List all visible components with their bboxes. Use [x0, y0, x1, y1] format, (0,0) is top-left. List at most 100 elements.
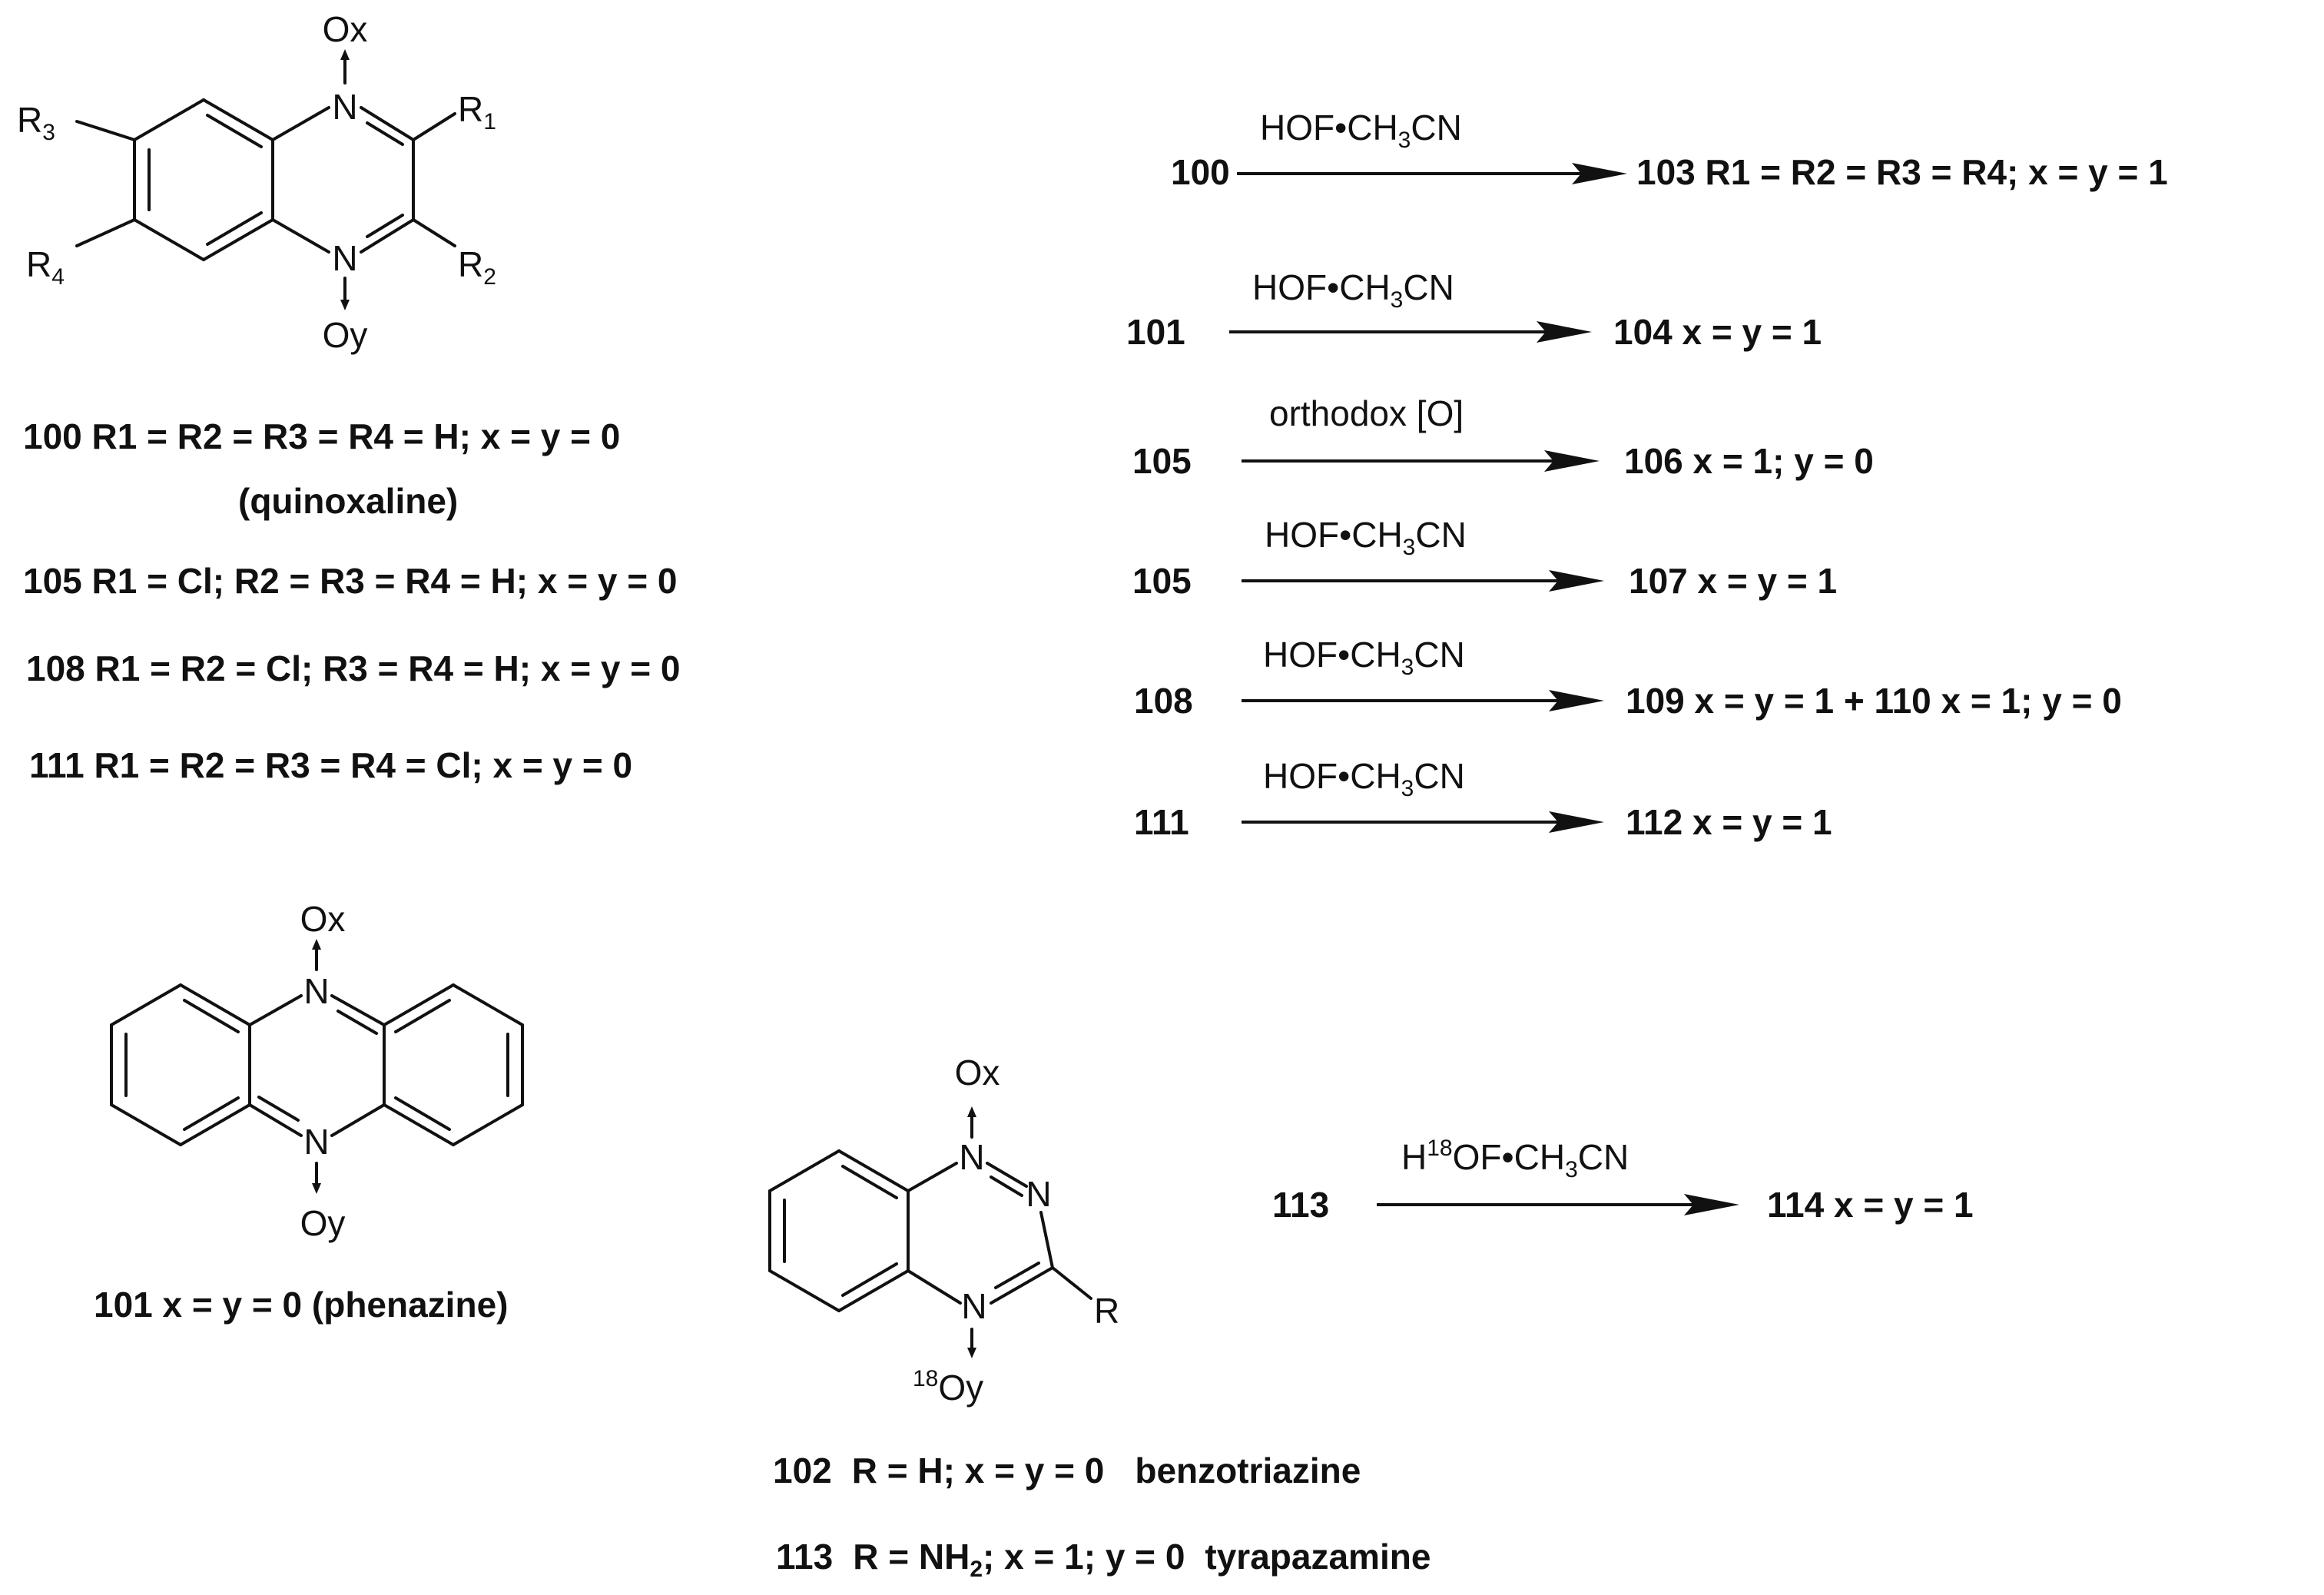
arrow-head [1572, 163, 1627, 184]
phenazine-structure: Ox N N Oy [110, 899, 524, 1243]
compound-label-108: 108 R1 = R2 = Cl; R3 = R4 = H; x = y = 0 [26, 648, 680, 688]
bond [452, 983, 524, 1026]
double-bond-inner [183, 999, 240, 1033]
double-bond-inner [990, 1176, 1023, 1197]
compound-label-111: 111 R1 = R2 = R3 = R4 = Cl; x = y = 0 [29, 745, 632, 785]
atom-n1: N [959, 1137, 984, 1177]
bond [990, 1266, 1054, 1305]
atom-n: N [303, 971, 329, 1011]
bond [768, 1149, 840, 1192]
double-bond-inner [366, 214, 404, 238]
bond [383, 1103, 455, 1146]
product-label: 112 x = y = 1 [1626, 802, 1832, 842]
bond [837, 1149, 910, 1192]
bond [837, 1269, 910, 1312]
double-bond-inner [994, 1262, 1040, 1289]
arrow-tip [312, 1183, 321, 1194]
quinoxaline-structure: Ox N N Oy R1 R2 R3 R4 [17, 9, 496, 355]
reactant-label: 105 [1132, 561, 1192, 601]
bond [330, 1103, 386, 1137]
bond [133, 218, 205, 261]
arrow-head [1549, 570, 1604, 592]
arrow-head [1544, 450, 1600, 472]
bond [768, 1269, 840, 1312]
reactions: 100 HOF•CH3CN 103 R1 = R2 = R3 = R4; x =… [1126, 108, 2168, 1225]
atom-r4: R4 [26, 244, 65, 290]
bond-r2 [412, 218, 456, 247]
bond [452, 1103, 524, 1146]
double-bond-inner [257, 1096, 300, 1122]
bond [986, 1162, 1028, 1188]
bond-r3 [75, 120, 136, 141]
bond [133, 98, 205, 141]
reactant-label: 113 [1272, 1185, 1329, 1225]
bond [907, 1269, 962, 1305]
arrow-tip [312, 939, 321, 950]
bond [179, 1103, 251, 1146]
atom-oy: Oy [323, 315, 368, 355]
reagent-label: HOF•CH3CN [1260, 108, 1462, 153]
bond [110, 1103, 182, 1146]
double-bond-inner [841, 1262, 898, 1297]
arrow-tip [340, 300, 350, 310]
product-label: 114 x = y = 1 [1767, 1185, 1974, 1225]
atom-n2: N [1026, 1174, 1051, 1214]
bond [1039, 1211, 1054, 1269]
reactant-label: 111 [1134, 802, 1189, 842]
atom-r1: R1 [458, 89, 496, 134]
reagent-label: HOF•CH3CN [1263, 756, 1465, 801]
arrow-head [1549, 690, 1604, 711]
bond-r [1051, 1266, 1092, 1300]
reagent-label: HOF•CH3CN [1263, 635, 1465, 680]
arrow-head [1549, 811, 1604, 833]
arrow-head [1684, 1194, 1739, 1215]
bond [907, 1162, 958, 1192]
bond [271, 218, 330, 254]
product-label: 106 x = 1; y = 0 [1624, 441, 1874, 481]
double-bond-inner [336, 1010, 378, 1035]
bond [202, 98, 274, 141]
compound-label-105: 105 R1 = Cl; R2 = R3 = R4 = H; x = y = 0 [23, 561, 677, 601]
reaction-row: 111 HOF•CH3CN 112 x = y = 1 [1134, 756, 1832, 842]
atom-n: N [332, 238, 357, 278]
reactant-label: 100 [1171, 152, 1230, 192]
bond [271, 106, 330, 141]
double-bond-inner [366, 121, 404, 146]
product-label: 103 R1 = R2 = R3 = R4; x = y = 1 [1636, 152, 2168, 192]
reaction-row: 108 HOF•CH3CN 109 x = y = 1 + 110 x = 1;… [1134, 635, 2122, 721]
reaction-row: 101 HOF•CH3CN 104 x = y = 1 [1126, 267, 1822, 352]
quinoxaline-labels: 100 R1 = R2 = R3 = R4 = H; x = y = 0 (qu… [23, 416, 680, 785]
compound-label-100: 100 R1 = R2 = R3 = R4 = H; x = y = 0 [23, 416, 620, 456]
bond [383, 983, 455, 1026]
atom-n4: N [961, 1286, 986, 1326]
double-bond-inner [206, 211, 263, 246]
reaction-row: 105 HOF•CH3CN 107 x = y = 1 [1132, 515, 1837, 601]
arrow-tip [967, 1106, 976, 1117]
reactant-label: 105 [1132, 441, 1192, 481]
double-bond-inner [183, 1096, 240, 1131]
atom-n: N [332, 87, 357, 127]
arrow-tip [967, 1348, 976, 1358]
atom-r: R [1094, 1291, 1119, 1331]
product-label: 107 x = y = 1 [1629, 561, 1837, 601]
reactant-label: 101 [1126, 312, 1185, 352]
reagent-label: HOF•CH3CN [1265, 515, 1467, 560]
product-label: 104 x = y = 1 [1613, 312, 1822, 352]
atom-n: N [303, 1122, 329, 1162]
bond [330, 994, 386, 1026]
reactant-label: 108 [1134, 681, 1193, 721]
reagent-label: HOF•CH3CN [1252, 267, 1454, 313]
bond [360, 218, 415, 254]
compound-label-101: 101 x = y = 0 (phenazine) [94, 1285, 508, 1325]
reagent-label: H18OF•CH3CN [1401, 1136, 1629, 1182]
bond-r4 [75, 218, 136, 247]
bond-r1 [412, 112, 456, 141]
bond [202, 218, 274, 261]
atom-ox: Ox [955, 1053, 1000, 1093]
reaction-row: 105 orthodox [O] 106 x = 1; y = 0 [1132, 393, 1874, 481]
atom-r2: R2 [458, 244, 496, 290]
double-bond-inner [841, 1165, 898, 1199]
